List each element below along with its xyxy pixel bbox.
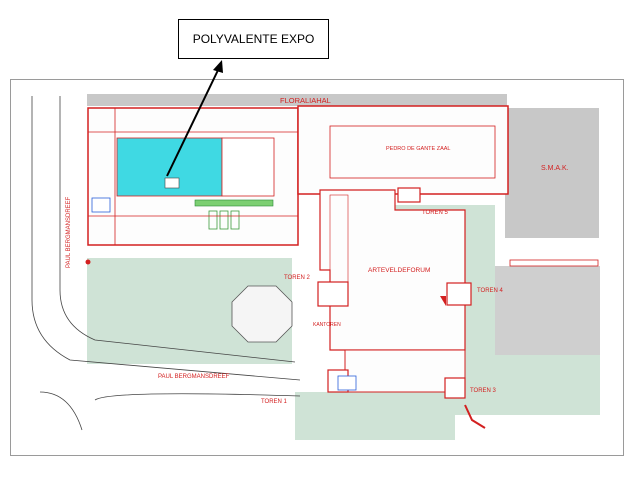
lawn-southeast (465, 355, 600, 415)
red-path-south (464, 404, 486, 429)
green-bench-3 (230, 210, 240, 230)
lawn-south (295, 392, 455, 440)
map-frame (10, 79, 624, 456)
hall-east-part (221, 137, 275, 197)
callout-title: POLYVALENTE EXPO (192, 32, 315, 46)
red-strip-east (509, 259, 599, 267)
label-paul-bergmansdreef-vertical: PAUL BERGMANSDREEF (66, 196, 72, 268)
street-edge-south (94, 393, 301, 401)
toren-4-block (446, 282, 472, 306)
label-paul-bergmansdreef-horizontal: PAUL BERGMANSDREEF (158, 374, 230, 380)
red-dot-west (85, 259, 91, 265)
red-marker-east (440, 296, 446, 306)
label-kantoren: KANTOREN (313, 322, 341, 328)
label-toren-4: TOREN 4 (477, 288, 504, 294)
smak-zone (505, 108, 599, 238)
label-arteveldeforum: ARTEVELDEFORUM (368, 267, 430, 274)
callout-arrow-shaft (166, 65, 221, 177)
toren-2-block (317, 281, 349, 307)
label-toren-1: TOREN 1 (261, 399, 288, 405)
street-edge-outer (31, 96, 301, 381)
green-bar (194, 199, 274, 207)
roof-strip-north (87, 94, 507, 106)
green-bench-2 (219, 210, 229, 230)
label-pedro-de-gante-zaal: PEDRO DE GANTE ZAAL (386, 146, 451, 152)
street-edge-inner (59, 96, 296, 363)
label-toren-2: TOREN 2 (284, 275, 311, 281)
label-smak: S.M.A.K. (541, 165, 569, 172)
street-corner-curve (39, 391, 83, 431)
callout-box: POLYVALENTE EXPO (178, 19, 329, 59)
toren-5-block (397, 187, 421, 203)
callout-arrow-head (213, 60, 223, 73)
blue-service-box-south (337, 375, 357, 391)
blue-service-box-west (91, 197, 111, 213)
pedro-de-gante-hall (329, 125, 496, 179)
expo-marker (164, 177, 180, 189)
label-floraliahal: FLORALIAHAL (280, 96, 331, 105)
label-toren-5: TOREN 5 (422, 210, 449, 216)
grey-zone-east (490, 266, 600, 356)
green-bench-1 (208, 210, 218, 230)
toren-3-block (444, 377, 466, 399)
label-toren-3: TOREN 3 (470, 388, 497, 394)
octagon-pavilion (231, 285, 293, 343)
